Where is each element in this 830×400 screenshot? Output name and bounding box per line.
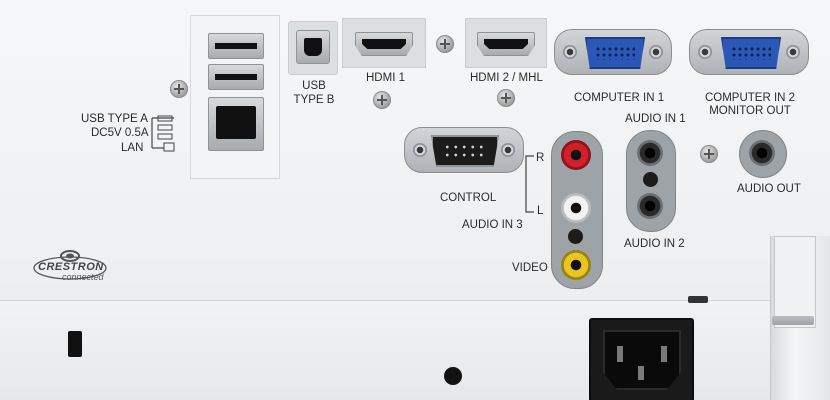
- usb-type-b-label-2: TYPE B: [293, 94, 335, 106]
- audio-in3-r-jack[interactable]: [561, 140, 591, 170]
- foot-hole: [444, 367, 462, 385]
- hdmi2-socket: [484, 39, 528, 49]
- hdmi2-label: HDMI 2 / MHL: [470, 72, 543, 84]
- usb-type-a-port-2[interactable]: [208, 64, 264, 90]
- hdmi1-socket: [362, 39, 406, 49]
- right-bar: [772, 316, 814, 325]
- ac-socket: [603, 330, 681, 390]
- kensington-slot[interactable]: [68, 331, 82, 357]
- screw-icon: [170, 80, 188, 98]
- vga-screw-hole: [649, 45, 663, 59]
- computer-in1-port[interactable]: [554, 29, 672, 75]
- usb-lan-icons: [151, 115, 175, 152]
- vga-screw-hole: [698, 45, 712, 59]
- audio-marker-icon: [643, 172, 658, 187]
- screw-icon: [373, 91, 391, 109]
- serial-screw-hole: [413, 143, 427, 157]
- screw-icon: [497, 89, 515, 107]
- screw-icon: [436, 35, 454, 53]
- ac-inlet-port[interactable]: [589, 318, 694, 400]
- hdmi1-label: HDMI 1: [366, 72, 405, 84]
- video-label: VIDEO: [512, 262, 548, 274]
- vga-connector-icon: [585, 37, 645, 69]
- vga-screw-hole: [786, 45, 800, 59]
- audio-in1-jack[interactable]: [637, 140, 663, 166]
- crestron-brand: CRESTRON: [38, 261, 104, 273]
- audio-in3-bracket: [525, 155, 534, 213]
- audio-in2-jack[interactable]: [637, 193, 663, 219]
- usb-type-b-label-1: USB: [302, 80, 326, 92]
- dc5v-label: DC5V 0.5A: [91, 127, 149, 139]
- audio-out-jack[interactable]: [749, 140, 775, 166]
- control-label: CONTROL: [440, 192, 497, 204]
- usb-a-tongue: [215, 74, 257, 80]
- control-port[interactable]: [404, 127, 524, 173]
- video-jack[interactable]: [561, 250, 591, 280]
- usb-type-a-label: USB TYPE A: [81, 113, 148, 125]
- usb-type-a-port-1[interactable]: [208, 33, 264, 59]
- screw-icon: [700, 145, 718, 163]
- serial-connector-icon: [431, 135, 499, 167]
- rca-marker-icon: [568, 229, 583, 244]
- computer-in1-label: COMPUTER IN 1: [574, 92, 665, 104]
- hdmi1-port[interactable]: [355, 32, 413, 56]
- monitor-out-label: MONITOR OUT: [709, 105, 791, 117]
- vga-screw-hole: [563, 45, 577, 59]
- hdmi2-port[interactable]: [477, 32, 535, 56]
- crestron-logo-icon: [33, 250, 107, 280]
- serial-screw-hole: [501, 143, 515, 157]
- small-indicator: [688, 296, 708, 303]
- audio-out-label: AUDIO OUT: [737, 183, 801, 195]
- audio-in3-l-jack[interactable]: [561, 193, 591, 223]
- lan-port[interactable]: [208, 97, 264, 151]
- audio-in1-label: AUDIO IN 1: [625, 113, 686, 125]
- audio-in3-label: AUDIO IN 3: [462, 219, 523, 231]
- usb-b-socket: [304, 38, 322, 56]
- crestron-sub: connected: [62, 272, 104, 282]
- r-label: R: [536, 152, 545, 164]
- audio-in2-label: AUDIO IN 2: [624, 238, 685, 250]
- computer-in2-label: COMPUTER IN 2: [704, 92, 796, 104]
- l-label: L: [537, 205, 544, 217]
- lan-socket: [216, 106, 256, 139]
- lan-label: LAN: [121, 142, 144, 154]
- usb-type-b-port[interactable]: [296, 30, 330, 64]
- right-bracket: [774, 236, 816, 328]
- usb-a-tongue: [215, 43, 257, 49]
- vga-connector-icon: [721, 37, 781, 69]
- computer-in2-port[interactable]: [689, 29, 809, 75]
